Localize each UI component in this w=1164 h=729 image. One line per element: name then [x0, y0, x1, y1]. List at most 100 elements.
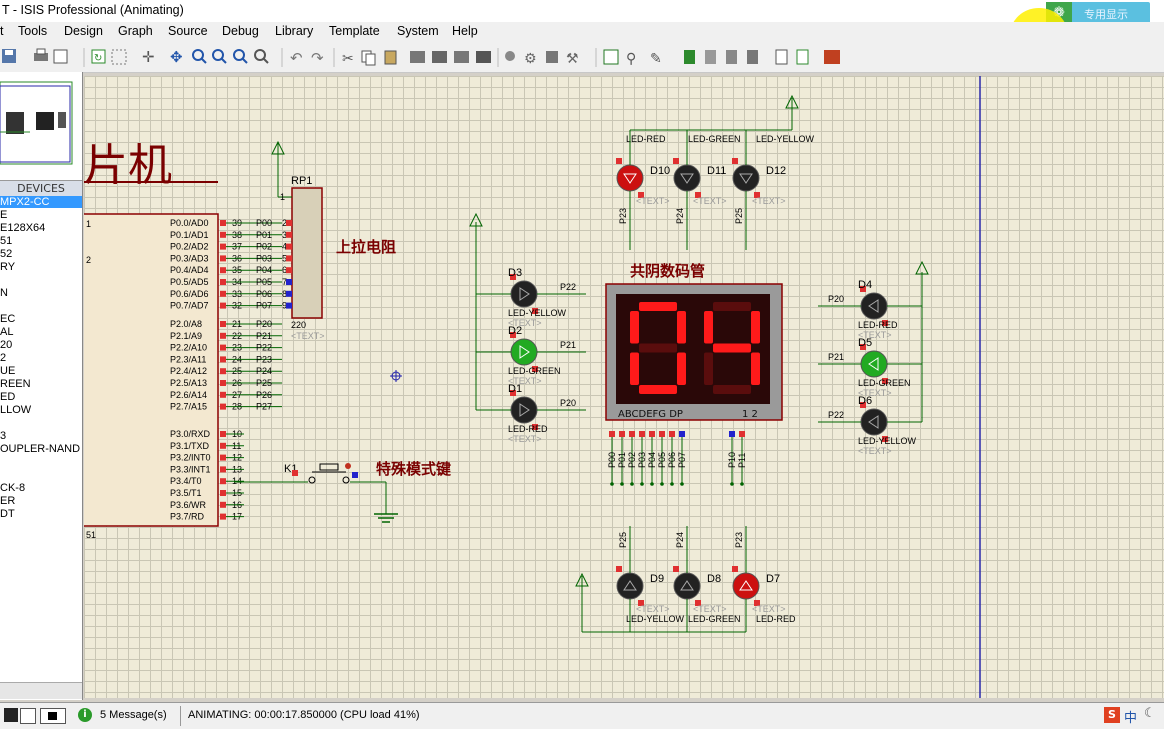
overlay-widget[interactable]: ❁ 专用显示 — [1046, 2, 1150, 24]
led-body[interactable] — [860, 408, 888, 436]
device-item[interactable]: UE — [0, 365, 16, 377]
step-button[interactable] — [20, 708, 36, 724]
device-item[interactable]: ED — [0, 391, 16, 403]
redo-icon[interactable]: ↷ — [311, 49, 324, 67]
zoom-area-icon[interactable] — [254, 49, 269, 64]
stop-button[interactable] — [40, 708, 66, 724]
overview-window[interactable] — [0, 72, 82, 172]
block-copy-icon[interactable] — [410, 51, 425, 63]
led-body[interactable] — [510, 338, 538, 366]
block-rotate-icon[interactable] — [454, 51, 469, 63]
led-body[interactable] — [860, 292, 888, 320]
sheet-icon[interactable] — [684, 50, 695, 64]
search-tag-icon[interactable]: ⚲ — [626, 51, 636, 67]
device-item[interactable]: AL — [0, 326, 14, 338]
input-method-indicator[interactable]: 中 — [1124, 711, 1138, 726]
led-body[interactable] — [510, 280, 538, 308]
rp1-body[interactable] — [291, 187, 323, 319]
device-item[interactable]: N — [0, 287, 8, 299]
block-delete-icon[interactable] — [476, 51, 491, 63]
save-icon[interactable] — [2, 49, 16, 63]
menu-system[interactable]: System — [397, 24, 439, 38]
make-device-icon[interactable]: ⚙ — [524, 51, 537, 67]
device-item[interactable]: 20 — [0, 339, 13, 351]
led-body[interactable] — [860, 350, 888, 378]
led-body[interactable] — [732, 572, 760, 600]
origin-icon[interactable]: ✛ — [142, 48, 155, 66]
zoom-out-icon[interactable] — [212, 49, 227, 64]
menu-library[interactable]: Library — [275, 24, 314, 38]
wire-autorouter-icon[interactable] — [603, 49, 619, 65]
device-item[interactable]: E — [0, 209, 8, 221]
grid-icon[interactable] — [111, 49, 127, 65]
pan-icon[interactable]: ✥ — [170, 48, 183, 66]
mcu-body[interactable] — [84, 213, 219, 527]
device-item[interactable]: EC — [0, 313, 16, 325]
device-item[interactable]: LLOW — [0, 404, 32, 416]
undo-icon[interactable]: ↶ — [290, 49, 303, 67]
device-item[interactable]: DT — [0, 508, 15, 520]
device-item[interactable]: OUPLER-NAND — [0, 443, 81, 455]
menu-tools[interactable]: Tools — [18, 24, 48, 38]
device-item[interactable]: ER — [0, 495, 16, 507]
copy-icon[interactable] — [361, 50, 376, 66]
play-button[interactable] — [4, 708, 18, 722]
netlist-ares-icon[interactable] — [824, 50, 840, 64]
print-icon[interactable] — [34, 48, 48, 61]
device-item[interactable]: REEN — [0, 378, 31, 390]
bom-icon[interactable] — [775, 49, 788, 65]
device-item[interactable]: MPX2-CC — [0, 196, 82, 208]
ime-logo-icon[interactable]: S — [1104, 707, 1120, 723]
menu-help[interactable]: Help — [452, 24, 478, 38]
menu-file[interactable]: t — [0, 24, 4, 38]
messages-count[interactable]: 5 Message(s) — [100, 709, 167, 721]
menu-source[interactable]: Source — [168, 24, 208, 38]
device-item[interactable]: CK-8 — [0, 482, 26, 494]
refresh-icon[interactable]: ↻ — [91, 49, 106, 64]
package-icon[interactable] — [546, 51, 558, 63]
new-sheet-icon[interactable] — [705, 50, 716, 64]
led-body[interactable] — [616, 572, 644, 600]
led-body[interactable] — [673, 572, 701, 600]
k1-button[interactable] — [319, 463, 339, 471]
led-body[interactable] — [616, 164, 644, 192]
menu-template[interactable]: Template — [329, 24, 380, 38]
paste-icon[interactable] — [384, 50, 397, 65]
led-body[interactable] — [732, 164, 760, 192]
remove-sheet-icon[interactable] — [726, 50, 737, 64]
led-body[interactable] — [510, 396, 538, 424]
property-tool-icon[interactable]: ✎ — [650, 51, 662, 67]
block-move-icon[interactable] — [432, 51, 447, 63]
led-body[interactable] — [673, 164, 701, 192]
menu-graph[interactable]: Graph — [118, 24, 153, 38]
device-item[interactable]: 3 — [0, 430, 7, 442]
erc-icon[interactable] — [796, 49, 809, 65]
menu-debug[interactable]: Debug — [222, 24, 259, 38]
moon-icon[interactable]: ☾ — [1144, 706, 1156, 721]
devices-scrollbar[interactable] — [0, 682, 82, 699]
device-item[interactable]: 52 — [0, 248, 13, 260]
goto-sheet-icon[interactable] — [747, 50, 758, 64]
zoom-in-icon[interactable] — [192, 49, 207, 64]
device-item[interactable]: 51 — [0, 235, 13, 247]
device-item[interactable]: 2 — [0, 352, 7, 364]
pick-device-icon[interactable] — [505, 51, 515, 61]
device-item[interactable]: E128X64 — [0, 222, 46, 234]
device-item[interactable]: RY — [0, 261, 16, 273]
zoom-all-icon[interactable] — [233, 49, 248, 64]
decompose-icon[interactable]: ⚒ — [566, 51, 579, 67]
cut-icon[interactable]: ✂ — [342, 51, 354, 67]
